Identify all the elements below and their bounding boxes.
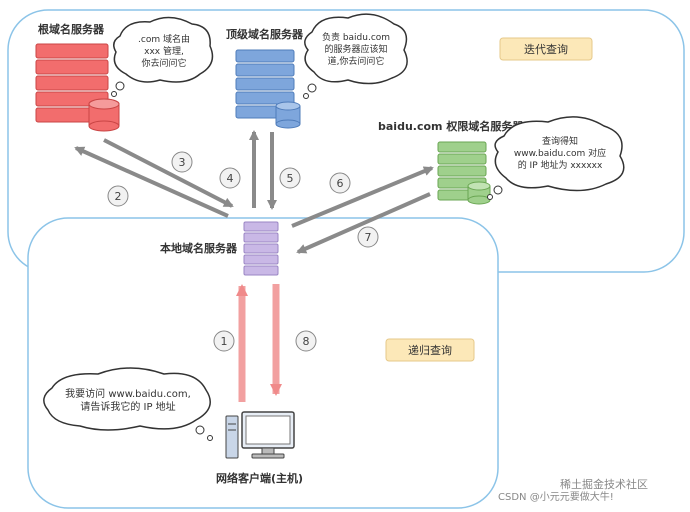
arrow-2 [74,146,229,218]
tld-bubble-line-2: 的服务器应该知 [324,43,387,55]
step-5: 5 [287,172,294,185]
step-8: 8 [303,335,310,348]
tld-bubble-line-1: 负责 baidu.com [322,31,390,43]
watermark-juejin: 稀土掘金技术社区 [560,477,648,491]
arrow-3 [103,138,234,208]
step-4: 4 [227,172,234,185]
auth-bubble-line-1: 查询得知 [542,135,578,147]
recursive-region [27,217,499,509]
auth-bubble: 查询得知 www.baidu.com 对应 的 IP 地址为 xxxxxx [487,116,625,200]
watermark-csdn: CSDN @小元元要做大牛! [498,490,614,503]
auth-bubble-line-2: www.baidu.com 对应 [514,147,606,159]
client-label: 网络客户端(主机) [216,471,303,485]
step-3: 3 [179,156,186,169]
arrow-7 [296,192,431,254]
iterative-tag-box [499,37,593,61]
auth-server-label: baidu.com 权限域名服务器 [378,119,524,133]
auth-bubble-line-3: 的 IP 地址为 xxxxxx [518,159,603,171]
recursive-tag-box [385,338,475,362]
root-server-icon [35,43,120,132]
local-server-icon [243,221,279,276]
root-bubble-line-1: .com 域名由 [138,33,190,45]
client-bubble: 我要访问 www.baidu.com, 请告诉我它的 IP 地址 [43,367,213,441]
step-2: 2 [115,190,122,203]
root-server-label: 根域名服务器 [38,22,105,36]
tld-server-icon [235,49,301,129]
tld-bubble-line-3: 道,你去问问它 [328,55,385,67]
tld-server-label: 顶级域名服务器 [226,27,304,41]
auth-server-icon [437,141,491,205]
root-bubble-line-3: 你去问问它 [141,57,186,69]
step-7: 7 [365,231,372,244]
step-badges: 2 3 4 5 6 7 1 8 [107,151,379,352]
local-server-label: 本地域名服务器 [160,241,238,255]
arrow-6 [291,166,434,228]
iterative-tag: 迭代查询 [524,42,568,56]
computer-icon [225,411,295,459]
root-bubble-line-2: xxx 管理, [144,45,184,57]
tld-bubble: 负责 baidu.com 的服务器应该知 道,你去问问它 [303,13,408,99]
client-bubble-line-1: 我要访问 www.baidu.com, [65,387,191,400]
client-bubble-line-2: 请告诉我它的 IP 地址 [80,400,175,413]
step-1: 1 [221,335,228,348]
recursive-tag: 递归查询 [408,343,452,357]
root-bubble: .com 域名由 xxx 管理, 你去问问它 [111,16,214,97]
step-6: 6 [337,177,344,190]
